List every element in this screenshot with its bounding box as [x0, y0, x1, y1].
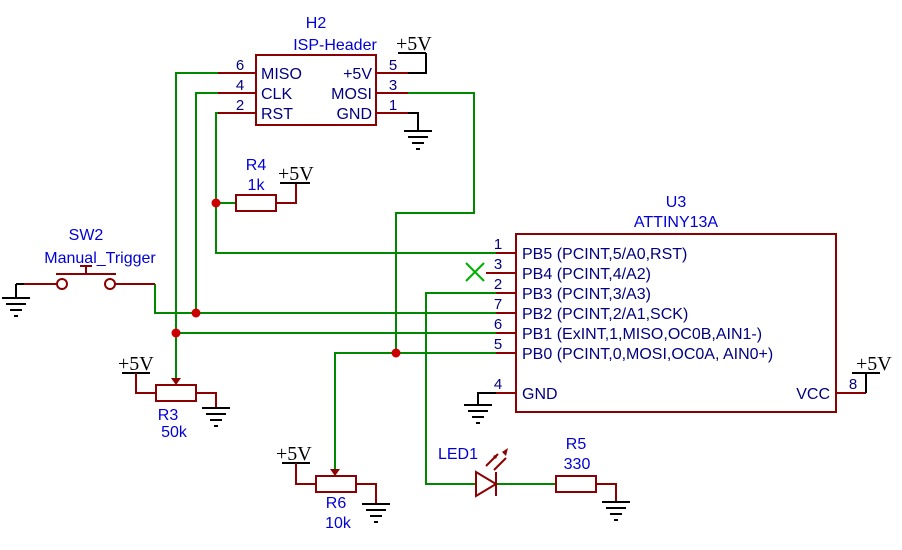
- power-flag-icon: +5V: [852, 353, 892, 393]
- resistor-r4: R4 1k +5V: [235, 157, 314, 212]
- h2-pin-gnd: GND: [336, 106, 372, 123]
- r6-ref: R6: [326, 495, 347, 512]
- h2-value: ISP-Header: [293, 37, 377, 54]
- push-button-sw2: SW2 Manual_Trigger: [24, 227, 156, 290]
- sw2-value: Manual_Trigger: [44, 250, 156, 267]
- u3-value: ATTINY13A: [634, 214, 719, 231]
- ground-icon: [2, 283, 30, 317]
- r3-wiper-arrow: [171, 378, 181, 385]
- u3-pin2-num: 2: [494, 276, 502, 293]
- ground-icon: [404, 112, 432, 150]
- push-button-icon: [56, 265, 116, 290]
- junction-sck: [191, 308, 201, 318]
- isp-header-h2: H2 ISP-Header 6 4 2 MISO CLK RST 5 3 1 +…: [218, 15, 408, 126]
- h2-pin-miso: MISO: [261, 66, 302, 83]
- u3-ref: U3: [666, 194, 687, 211]
- led1-ref: LED1: [438, 446, 478, 463]
- h2-pin5-num: 5: [389, 57, 397, 74]
- u3-pin3-num: 3: [494, 256, 502, 273]
- wire-sck: [195, 92, 218, 313]
- junction-rst-r4: [211, 198, 221, 208]
- h2-ref: H2: [306, 15, 327, 32]
- ground-icon: [362, 503, 390, 523]
- mcu-u3: U3 ATTINY13A 1 3 2 7 6 5 4 PB5 (PCINT,5/…: [486, 194, 866, 413]
- h2-vcc-label: +5V: [396, 33, 432, 55]
- u3-pin-pb5: PB5 (PCINT,5/A0,RST): [522, 246, 687, 263]
- u3-pin7-num: 7: [494, 296, 502, 313]
- led-icon: [475, 448, 508, 498]
- u3-body: [515, 233, 837, 413]
- wire-mosi: [395, 92, 500, 354]
- resistor-r5: R5 330: [555, 436, 617, 502]
- u3-pin-pb3: PB3 (PCINT,3/A3): [522, 286, 651, 303]
- u3-pin-vcc: VCC: [796, 386, 830, 403]
- wire-miso: [175, 72, 500, 334]
- h2-pin-5v: +5V: [343, 66, 372, 83]
- r5-value: 330: [564, 456, 591, 473]
- r3-value: 50k: [161, 424, 188, 441]
- r3-vcc-label: +5V: [118, 353, 154, 375]
- r4-vcc-label: +5V: [278, 163, 314, 185]
- potentiometer-icon: [315, 475, 357, 493]
- wire-pb3-led: [425, 292, 500, 485]
- resistor-icon: [555, 475, 597, 493]
- h2-body: [255, 54, 377, 126]
- wire-rst: [215, 112, 500, 254]
- junctions: [171, 198, 401, 358]
- junction-miso: [171, 328, 181, 338]
- sw2-ref: SW2: [69, 227, 104, 244]
- r6-wiper-arrow: [330, 469, 340, 476]
- h2-pin-rst: RST: [261, 106, 293, 123]
- led-led1: LED1: [438, 446, 508, 498]
- wire-sck-bus: [154, 284, 500, 314]
- u3-pin-pb1: PB1 (ExINT,1,MISO,OC0B,AIN1-): [522, 326, 762, 343]
- r6-vcc-label: +5V: [276, 443, 312, 465]
- r4-value: 1k: [248, 177, 266, 194]
- r5-ref: R5: [566, 436, 587, 453]
- r6-value: 10k: [325, 515, 352, 532]
- u3-pin4-num: 4: [494, 376, 502, 393]
- h2-pin2-num: 2: [236, 97, 244, 114]
- u3-pin6-num: 6: [494, 316, 502, 333]
- h2-pin4-num: 4: [236, 77, 244, 94]
- resistor-icon: [235, 194, 277, 212]
- u3-pin-pb2: PB2 (PCINT,2/A1,SCK): [522, 306, 688, 323]
- ground-icon: [602, 501, 630, 521]
- u3-pin8-num: 8: [849, 376, 857, 393]
- u3-pin-gnd: GND: [522, 386, 558, 403]
- no-connect-icon: [465, 262, 485, 282]
- potentiometer-r3: +5V R3 50k: [118, 353, 217, 441]
- u3-pin1-num: 1: [494, 236, 502, 253]
- h2-pin-mosi: MOSI: [331, 86, 372, 103]
- u3-vcc-label: +5V: [856, 353, 892, 375]
- h2-pin3-num: 3: [389, 77, 397, 94]
- ground-icon: [464, 392, 496, 424]
- u3-pin-pb0: PB0 (PCINT,0,MOSI,OC0A, AIN0+): [522, 346, 773, 363]
- r3-ref: R3: [158, 407, 179, 424]
- h2-pin-clk: CLK: [261, 86, 292, 103]
- h2-pin1-num: 1: [389, 97, 397, 114]
- potentiometer-icon: [155, 384, 197, 402]
- potentiometer-r6: +5V R6 10k: [276, 443, 377, 532]
- wires: [154, 72, 556, 485]
- junction-mosi: [391, 348, 401, 358]
- u3-pin5-num: 5: [494, 336, 502, 353]
- u3-pin-pb4: PB4 (PCINT,4/A2): [522, 266, 651, 283]
- h2-pin6-num: 6: [236, 57, 244, 74]
- r4-ref: R4: [246, 157, 267, 174]
- ground-icon: [202, 407, 230, 427]
- power-flag-icon: +5V: [396, 33, 432, 74]
- wire-r6-wiper: [334, 352, 396, 470]
